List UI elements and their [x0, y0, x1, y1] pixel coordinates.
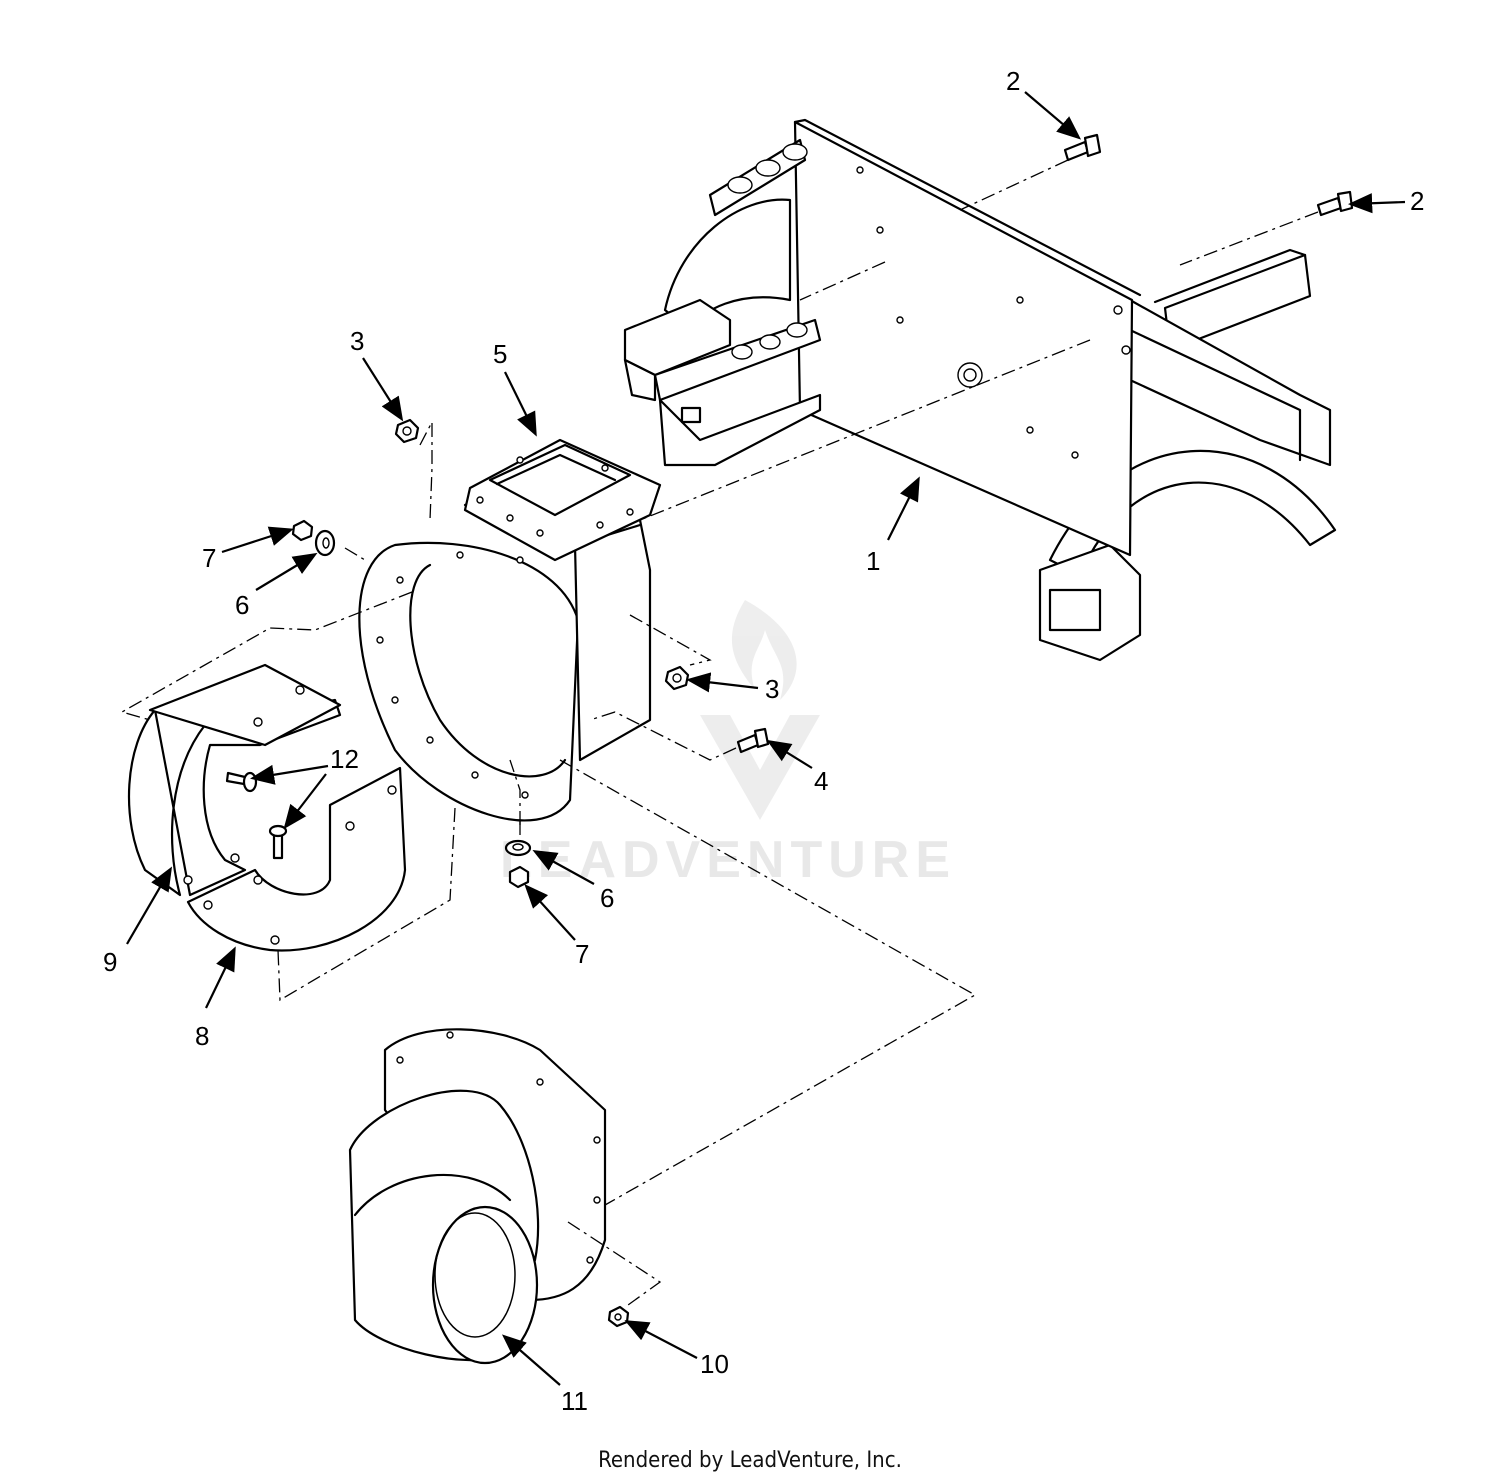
callout-2-upper: 2: [1006, 66, 1020, 96]
part-3-nut-right: [664, 665, 690, 691]
callout-3-right: 3: [765, 674, 779, 704]
callout-5: 5: [493, 339, 507, 369]
callout-1: 1: [866, 546, 880, 576]
part-12-screw-upper: [225, 771, 258, 793]
part-6-washer-lower: [504, 839, 532, 857]
part-1-frame: [623, 118, 1337, 662]
callout-7-upper: 7: [202, 543, 216, 573]
callout-10: 10: [700, 1349, 729, 1379]
watermark-text: LEADVENTURE: [500, 831, 956, 889]
callout-7-lower: 7: [575, 939, 589, 969]
rendered-by-footer: Rendered by LeadVenture, Inc.: [598, 1448, 902, 1473]
part-10-nut: [607, 1305, 630, 1328]
part-7-nut-upper: [291, 519, 314, 542]
part-5-blower-housing: [358, 438, 662, 822]
callout-6-upper: 6: [235, 590, 249, 620]
part-7-nut-lower: [508, 865, 530, 889]
callout-2-right: 2: [1410, 186, 1424, 216]
part-9-scroll-half: [127, 663, 342, 897]
part-3-nut-upper: [394, 418, 420, 444]
callout-4: 4: [814, 766, 828, 796]
leader-arrows: [126, 91, 1406, 1386]
part-2-bolt-right: [1316, 190, 1354, 217]
assembly-dashed-lines: [120, 159, 1319, 1306]
callout-12: 12: [330, 744, 359, 774]
part-11-discharge-elbow: [348, 1028, 607, 1365]
callout-11: 11: [561, 1386, 588, 1416]
part-8-scroll-half: [186, 766, 407, 952]
part-12-screw-lower: [268, 824, 288, 860]
callout-6-lower: 6: [600, 883, 614, 913]
part-2-bolt-upper: [1063, 133, 1102, 162]
callout-9: 9: [103, 947, 117, 977]
part-4-bolt: [736, 727, 770, 754]
callout-8: 8: [195, 1021, 209, 1051]
callout-3-upper: 3: [350, 326, 364, 356]
part-6-washer-upper: [314, 529, 336, 557]
callout-labels: 1 2 2 3 3 4 5 6 6 7 7 8 9 10 11 12: [103, 66, 1424, 1416]
